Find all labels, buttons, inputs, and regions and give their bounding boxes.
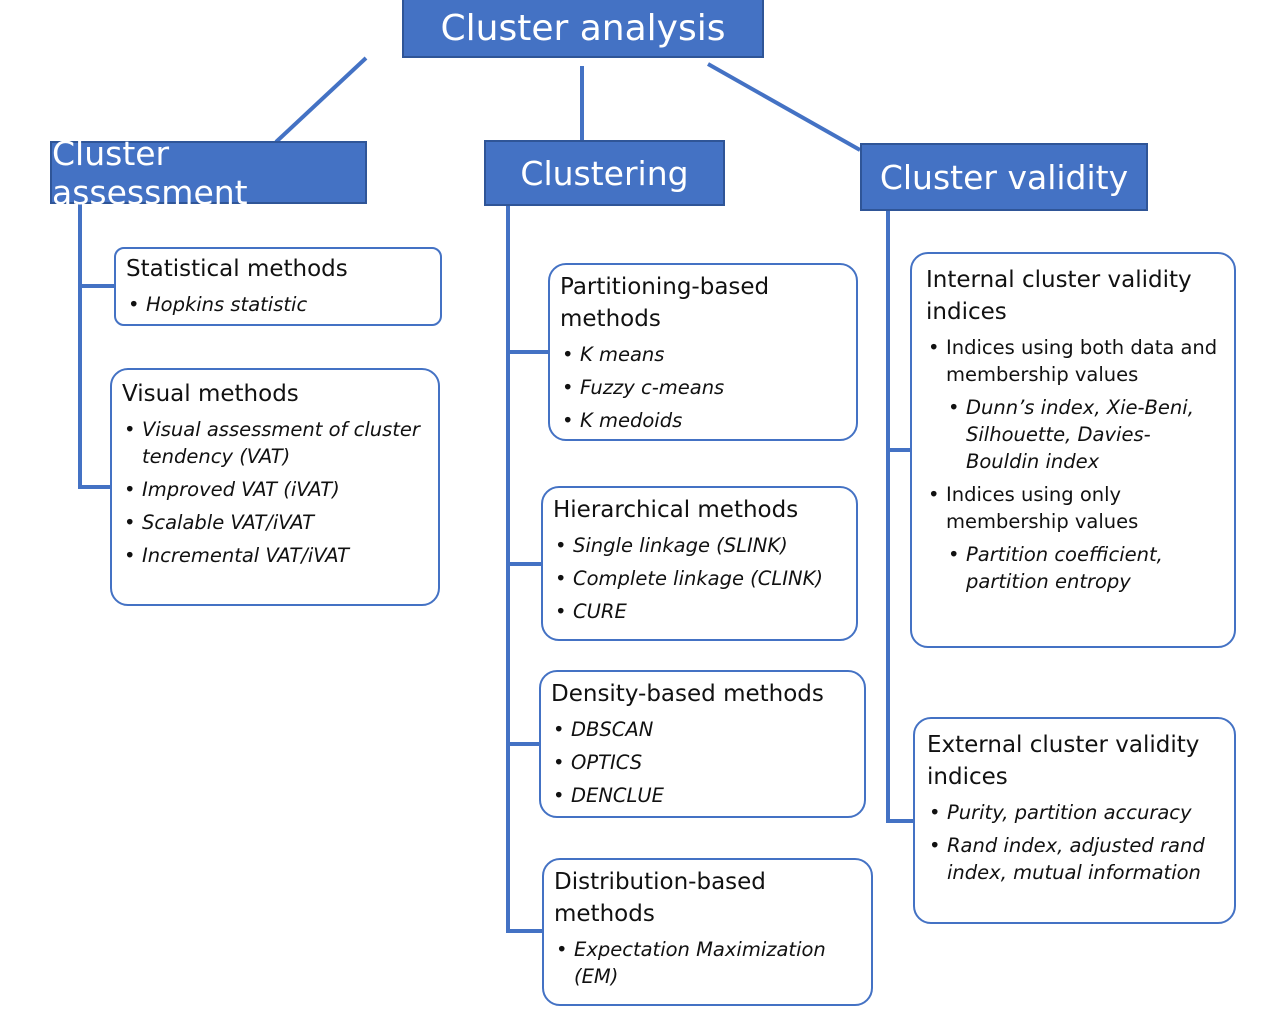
- cluster-assessment-header: Cluster assessment: [50, 134, 367, 212]
- list-item: Visual assessment of cluster tendency (V…: [122, 416, 428, 470]
- partitioning-methods-box: Partitioning-based methods K means Fuzzy…: [548, 263, 858, 441]
- list-item: OPTICS: [551, 749, 854, 776]
- list-item: Partition coefficient, partition entropy: [946, 541, 1220, 595]
- connector-root-assessment: [274, 56, 368, 144]
- cluster-assessment-title: Cluster assessment: [52, 133, 248, 212]
- list-item: K medoids: [560, 407, 846, 434]
- cluster-validity-title: Cluster validity: [879, 157, 1129, 197]
- distribution-methods-title: Distribution-based methods: [554, 869, 766, 927]
- internal-validity-title: Internal cluster validity indices: [926, 267, 1192, 325]
- connector-root-validity: [707, 62, 861, 152]
- density-methods-title: Density-based methods: [551, 681, 824, 707]
- statistical-methods-box: Statistical methods Hopkins statistic: [114, 247, 442, 326]
- list-item: Complete linkage (CLINK): [553, 565, 846, 592]
- list-item: K means: [560, 341, 846, 368]
- density-methods-box: Density-based methods DBSCAN OPTICS DENC…: [539, 670, 866, 818]
- visual-methods-title: Visual methods: [122, 381, 299, 407]
- partitioning-methods-title: Partitioning-based methods: [560, 274, 770, 332]
- clustering-header: Clustering: [484, 140, 725, 206]
- connector-clustering-children: [506, 205, 542, 933]
- clustering-title: Clustering: [520, 153, 689, 193]
- connector-assessment-children: [78, 203, 112, 489]
- list-item: DBSCAN: [551, 716, 854, 743]
- statistical-methods-title: Statistical methods: [126, 256, 348, 282]
- hierarchical-methods-box: Hierarchical methods Single linkage (SLI…: [541, 486, 858, 641]
- internal-validity-box: Internal cluster validity indices Indice…: [910, 252, 1236, 648]
- list-item: Hopkins statistic: [126, 291, 430, 318]
- distribution-methods-box: Distribution-based methods Expectation M…: [542, 858, 873, 1006]
- list-item: Incremental VAT/iVAT: [122, 542, 428, 569]
- cluster-validity-header: Cluster validity: [860, 143, 1148, 211]
- list-item: Indices using both data and membership v…: [926, 334, 1220, 388]
- list-item: Dunn’s index, Xie-Beni, Silhouette, Davi…: [946, 394, 1220, 475]
- list-item: Fuzzy c-means: [560, 374, 846, 401]
- list-item: Scalable VAT/iVAT: [122, 509, 428, 536]
- list-item: Improved VAT (iVAT): [122, 476, 428, 503]
- visual-methods-box: Visual methods Visual assessment of clus…: [110, 368, 440, 606]
- connector-validity-children: [886, 210, 914, 823]
- list-item: Rand index, adjusted rand index, mutual …: [927, 832, 1222, 886]
- list-item: DENCLUE: [551, 782, 854, 809]
- hierarchical-methods-title: Hierarchical methods: [553, 497, 799, 523]
- external-validity-box: External cluster validity indices Purity…: [913, 717, 1236, 924]
- cluster-analysis-header: Cluster analysis: [402, 0, 764, 58]
- list-item: Purity, partition accuracy: [927, 799, 1222, 826]
- cluster-analysis-title: Cluster analysis: [440, 7, 726, 49]
- list-item: Indices using only membership values: [926, 481, 1220, 535]
- external-validity-title: External cluster validity indices: [927, 732, 1200, 790]
- list-item: CURE: [553, 598, 846, 625]
- list-item: Single linkage (SLINK): [553, 532, 846, 559]
- list-item: Expectation Maximization (EM): [554, 936, 861, 990]
